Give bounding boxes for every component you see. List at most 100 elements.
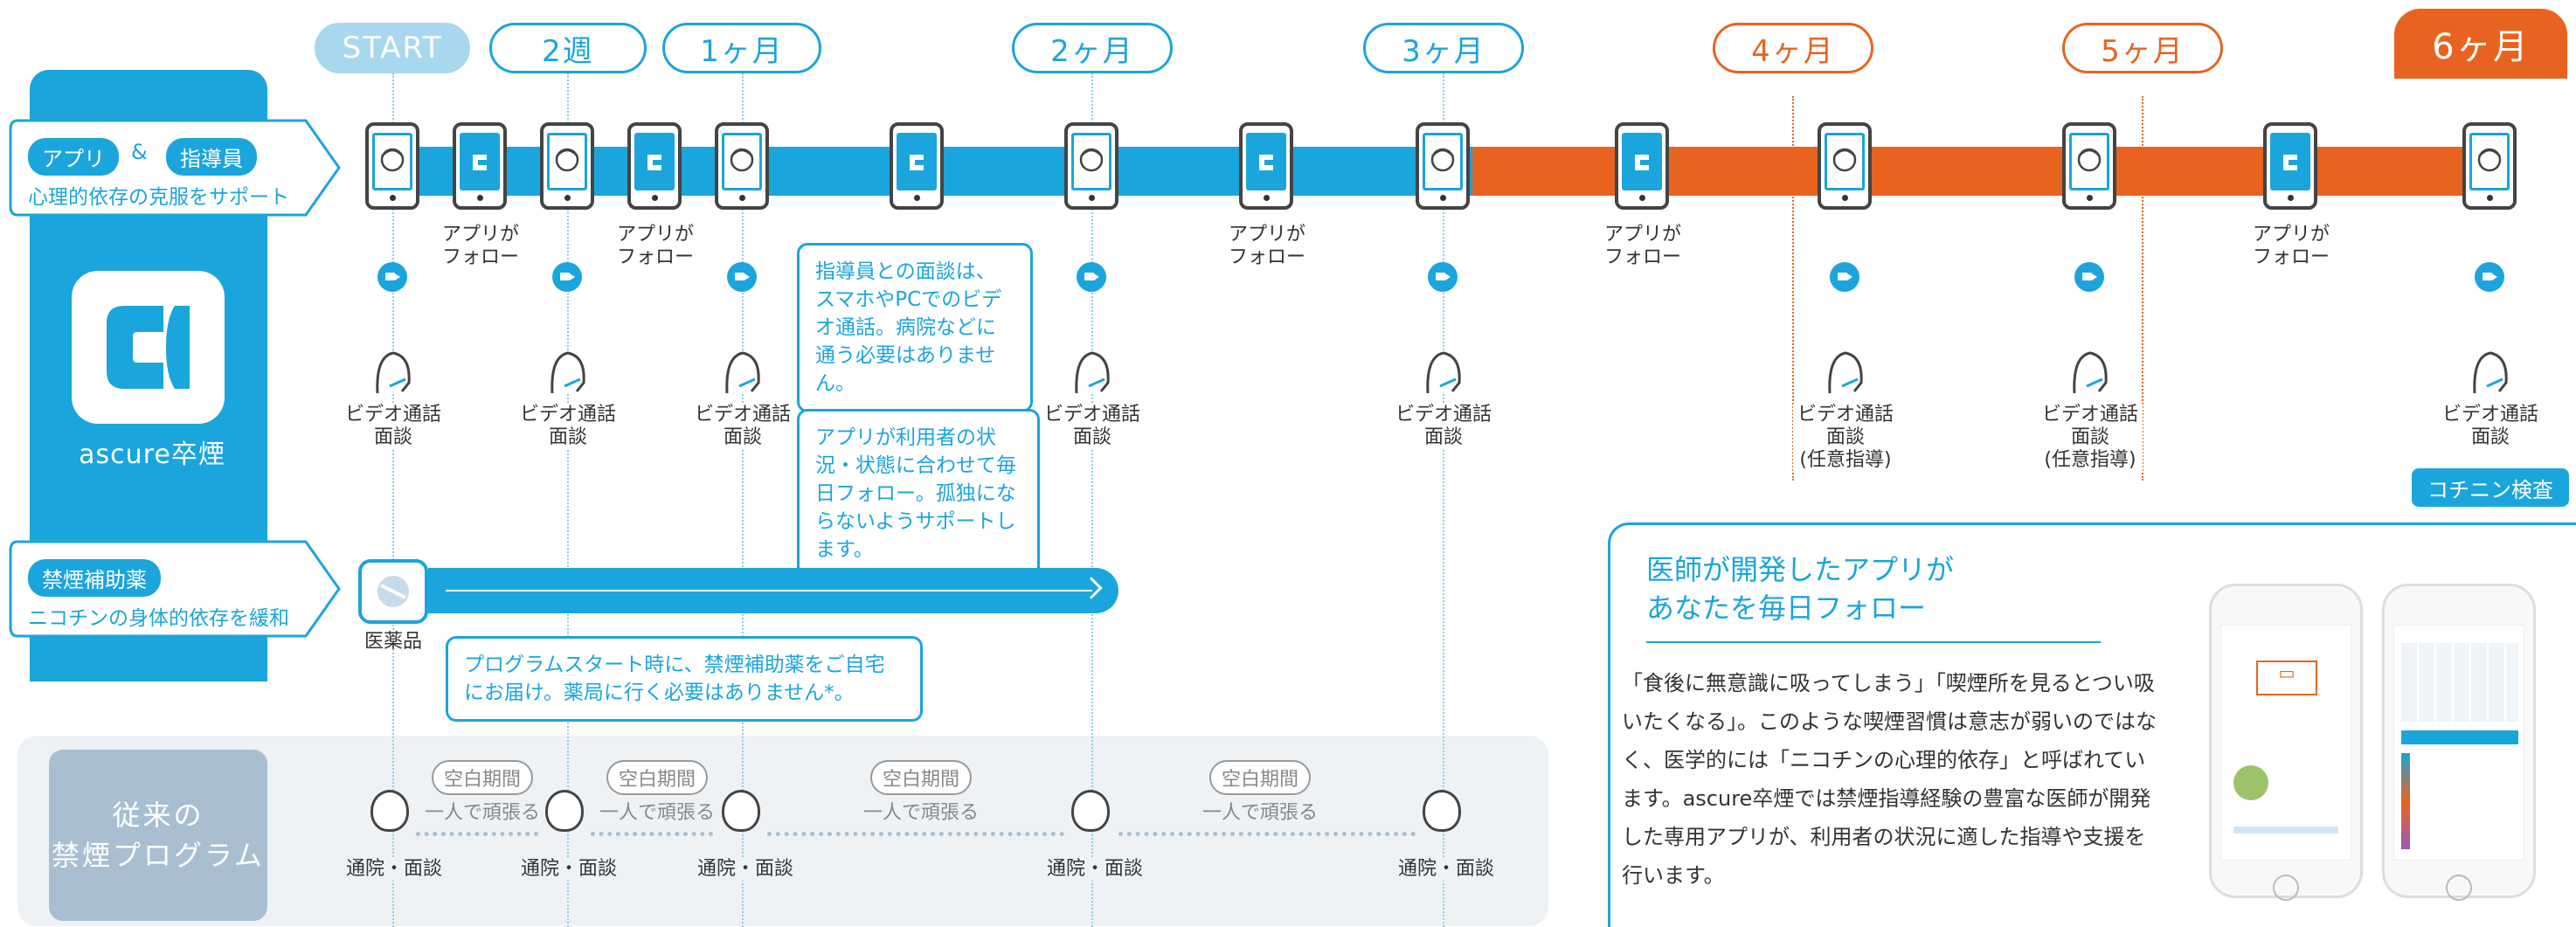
instructor-headset-icon <box>725 351 760 394</box>
app-phone-6 <box>2263 122 2317 210</box>
alone-label: 一人で頑張る <box>425 802 541 824</box>
instructor-phone-3 <box>715 122 769 210</box>
video-camera-icon <box>377 262 407 292</box>
milestone-1month: 1ヶ月 <box>662 23 821 73</box>
traditional-box: 従来の 禁煙プログラム <box>49 750 267 921</box>
visit-label: 通院・面談 <box>1398 858 1495 881</box>
doctor-panel-title: 医師が開発したアプリが あなたを毎日フォロー <box>1646 553 1955 625</box>
milestone-2weeks: 2週 <box>489 23 647 73</box>
instructor-headset-icon <box>2473 351 2508 394</box>
week-indicator <box>2401 753 2410 849</box>
guide-1month <box>742 73 744 927</box>
blank-period-badge: 空白期間 <box>432 760 534 795</box>
medicine-label: 医薬品 <box>364 631 422 653</box>
instructor-headset-icon <box>2073 351 2108 394</box>
milestone-4months: 4ヶ月 <box>1713 23 1873 73</box>
video-call-label: ビデオ通話面談 <box>1040 404 1145 449</box>
doctor-panel-body: 「食後に無意識に吸ってしまう」「喫煙所を見るとつい吸いたくなる」。このような喫煙… <box>1622 671 2157 888</box>
instructor-headset-icon <box>1426 351 1461 394</box>
patient-face-icon <box>1071 790 1110 832</box>
visit-label: 通院・面談 <box>521 858 618 881</box>
patient-face-icon <box>370 790 409 832</box>
video-camera-icon <box>552 262 582 292</box>
blank-period-badge: 空白期間 <box>1209 760 1312 795</box>
instructor-headset-icon <box>1828 351 1863 394</box>
medicine-tag: 禁煙補助薬 <box>28 559 161 597</box>
gap-dots <box>416 832 538 836</box>
video-camera-icon <box>2074 262 2104 292</box>
visit-label: 通院・面談 <box>1047 858 1144 881</box>
app-screenshot-phone-2 <box>2382 584 2536 901</box>
guide-2weeks <box>567 73 569 927</box>
instructor-phone-7 <box>2062 122 2116 210</box>
amp-text: & <box>131 140 148 164</box>
video-call-label: ビデオ通話面談 <box>1391 404 1496 449</box>
guide-5months <box>2142 96 2143 481</box>
milestone-5months: 5ヶ月 <box>2062 23 2223 73</box>
blank-period-badge: 空白期間 <box>606 760 709 795</box>
visit-label: 通院・面談 <box>697 858 794 881</box>
medicine-note-callout: プログラムスタート時に、禁煙補助薬をご自宅にお届け。薬局に行く必要はありません*… <box>446 636 923 722</box>
app-list-bar <box>2233 827 2338 834</box>
milestone-2months: 2ヶ月 <box>1012 23 1173 73</box>
app-screen-1: ▭ <box>2220 625 2351 861</box>
instructor-phone-1 <box>365 122 419 210</box>
video-call-label: ビデオ通話面談 <box>341 404 446 449</box>
calendar-grid <box>2401 643 2518 722</box>
patient-face-icon <box>722 790 760 832</box>
video-camera-icon <box>1077 262 1106 292</box>
app-follow-label-1: アプリがフォロー <box>441 224 519 268</box>
patient-face-icon <box>545 790 584 832</box>
gap-dots <box>591 832 713 836</box>
app-follow-label-5: アプリがフォロー <box>2252 224 2330 268</box>
blank-period-badge: 空白期間 <box>870 760 973 795</box>
logo-mark-icon <box>107 306 190 389</box>
calendar-header-bar <box>2401 730 2518 744</box>
guide-start <box>392 73 394 927</box>
video-call-label-optional: ビデオ通話面談(任意指導) <box>1793 404 1898 472</box>
ascure-logo <box>72 271 225 424</box>
medicine-arrow-line <box>446 590 1092 591</box>
video-call-label: ビデオ通話面談 <box>2438 404 2543 449</box>
app-phone-1 <box>453 122 507 210</box>
instructor-headset-icon <box>551 351 585 394</box>
guide-4months <box>1792 96 1794 481</box>
video-camera-icon <box>2475 262 2504 292</box>
app-tag: アプリ <box>28 138 119 176</box>
instructor-tag: 指導員 <box>166 138 257 176</box>
milestone-3months: 3ヶ月 <box>1363 23 1524 73</box>
gap-dots <box>767 832 1064 836</box>
app-screen-2 <box>2393 625 2524 861</box>
alone-label: 一人で頑張る <box>599 802 716 824</box>
instructor-phone-2 <box>540 122 594 210</box>
video-camera-icon <box>1830 262 1859 292</box>
guide-3months <box>1443 73 1444 927</box>
pill-icon <box>377 576 409 607</box>
app-note-callout: アプリが利用者の状況・状態に合わせて毎日フォロー。孤独にならないようサポートしま… <box>797 409 1040 578</box>
video-camera-icon <box>1428 262 1458 292</box>
instructor-phone-6 <box>1818 122 1872 210</box>
traditional-line2: 禁煙プログラム <box>51 839 266 872</box>
avatar <box>2233 765 2268 800</box>
visit-label: 通院・面談 <box>346 858 443 881</box>
doctor-panel-divider <box>1646 641 2101 643</box>
app-follow-label-3: アプリがフォロー <box>1228 224 1305 268</box>
gap-dots <box>1118 832 1416 836</box>
instructor-phone-8 <box>2462 122 2517 210</box>
alone-label: 一人で頑張る <box>1202 802 1319 824</box>
support-subtitle: 心理的依存の克服をサポート <box>28 186 289 209</box>
milestone-start: START <box>315 23 470 73</box>
app-phone-4 <box>1239 122 1293 210</box>
instructor-headset-icon <box>1075 351 1110 394</box>
alone-label: 一人で頑張る <box>863 802 980 824</box>
milestone-6months: 6ヶ月 <box>2394 9 2567 79</box>
app-phone-5 <box>1615 122 1669 210</box>
video-camera-icon <box>727 262 757 292</box>
video-call-label: ビデオ通話面談 <box>516 404 620 449</box>
video-note-callout: 指導員との面談は、スマホやPCでのビデオ通話。病院などに通う必要はありません。 <box>797 243 1033 412</box>
medicine-subtitle: ニコチンの身体的依存を緩和 <box>28 607 289 630</box>
medicine-box: 禁煙補助薬 ニコチンの身体的依存を緩和 <box>9 540 341 638</box>
instructor-headset-icon <box>376 351 411 394</box>
instructor-phone-4 <box>1064 122 1118 210</box>
home-button-icon <box>2273 875 2299 901</box>
